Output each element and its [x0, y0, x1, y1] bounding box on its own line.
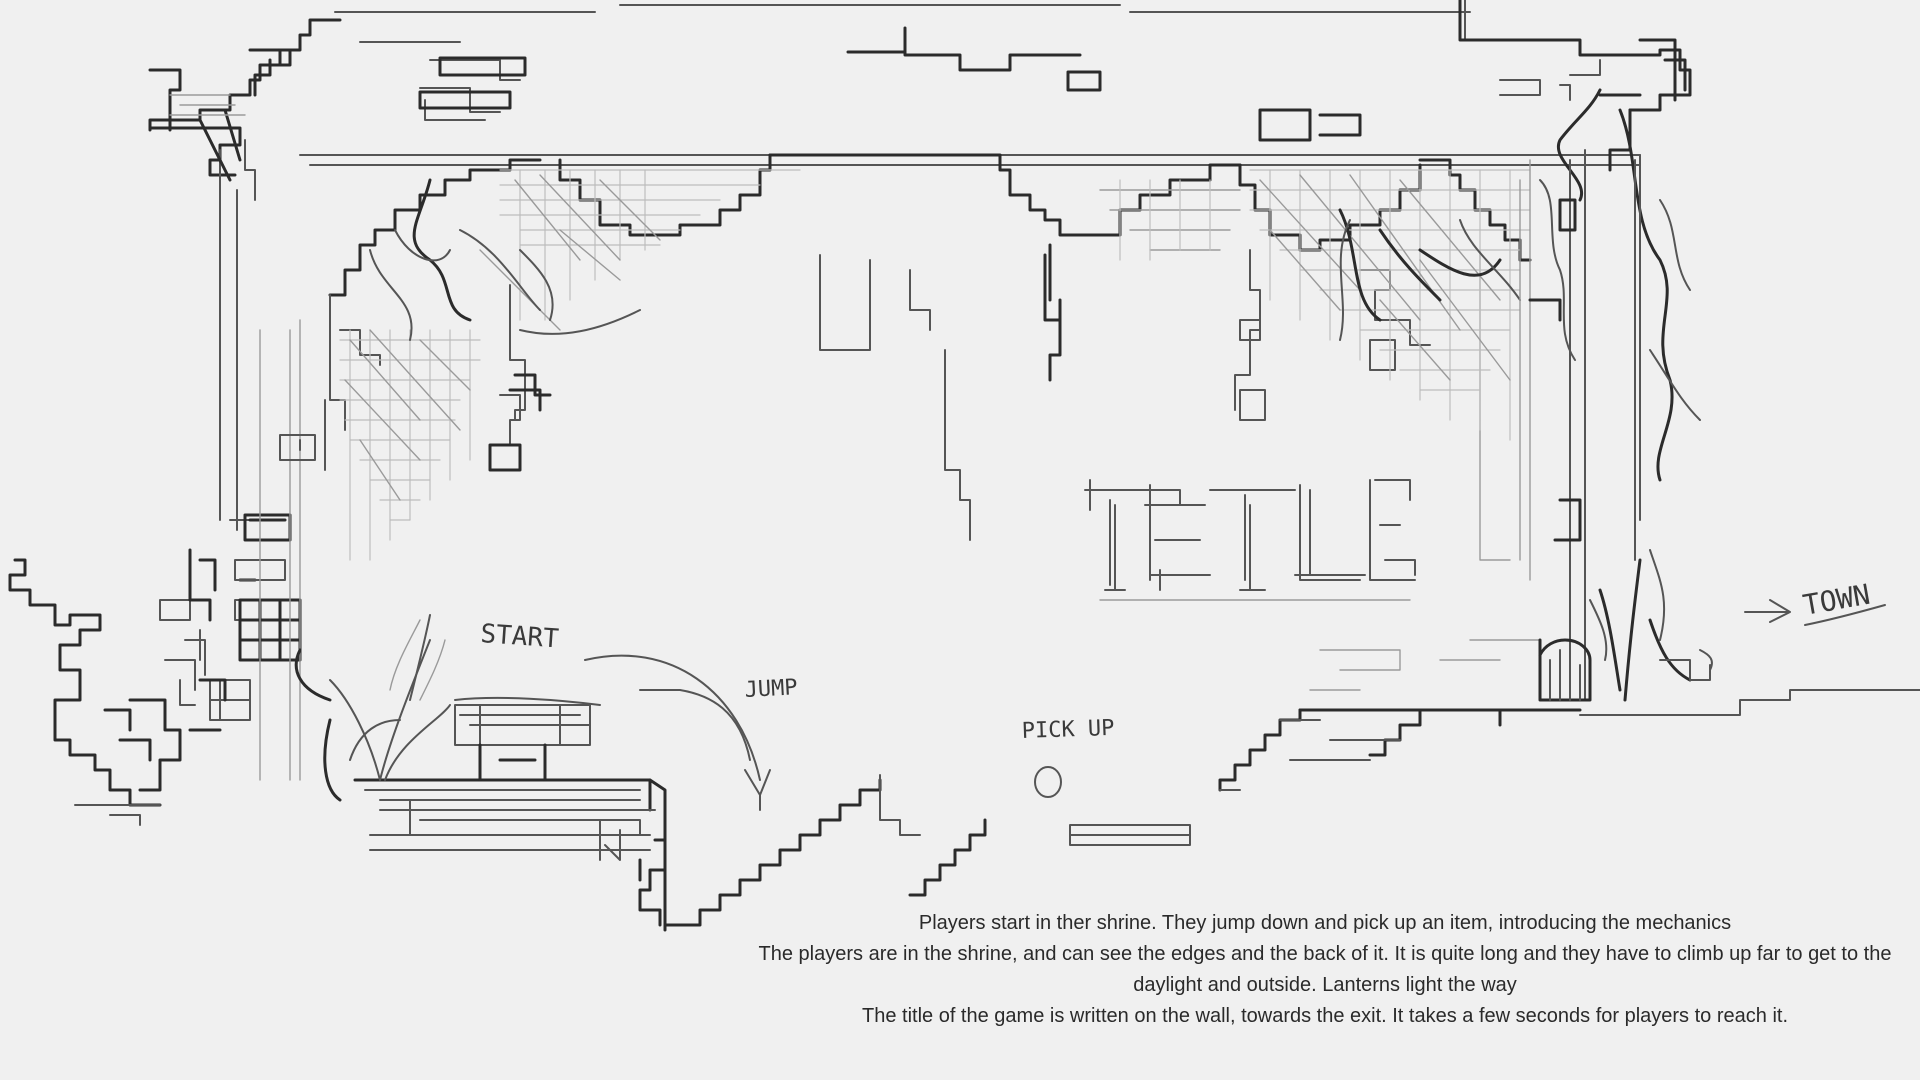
vine-texture — [339, 169, 1531, 561]
left-wall — [148, 18, 342, 531]
cave-floor — [639, 639, 1920, 927]
note-line-1: Players start in ther shrine. They jump … — [918, 912, 1732, 934]
right-wall — [1258, 0, 1692, 701]
pickup-item — [1034, 766, 1062, 798]
jump-label: JUMP — [744, 675, 798, 703]
exit-area — [1538, 549, 1713, 702]
jump-arrow — [584, 654, 771, 811]
note-line-3: The title of the game is written on the … — [862, 1005, 1788, 1027]
town-arrow — [1744, 599, 1886, 626]
left-exterior-rocks — [8, 548, 257, 826]
design-notes: Players start in ther shrine. They jump … — [740, 908, 1910, 1032]
wall-title-sign — [1084, 479, 1416, 601]
start-platform — [353, 696, 667, 932]
note-line-2: The players are in the shrine, and can s… — [758, 943, 1892, 996]
town-label: TOWN — [1800, 578, 1872, 622]
start-label: START — [480, 619, 561, 654]
top-ruins — [248, 0, 1471, 121]
left-pillar — [188, 319, 316, 781]
plant — [294, 614, 451, 802]
pick-up-label: PICK UP — [1021, 716, 1115, 744]
cave-ceiling — [299, 153, 1641, 561]
